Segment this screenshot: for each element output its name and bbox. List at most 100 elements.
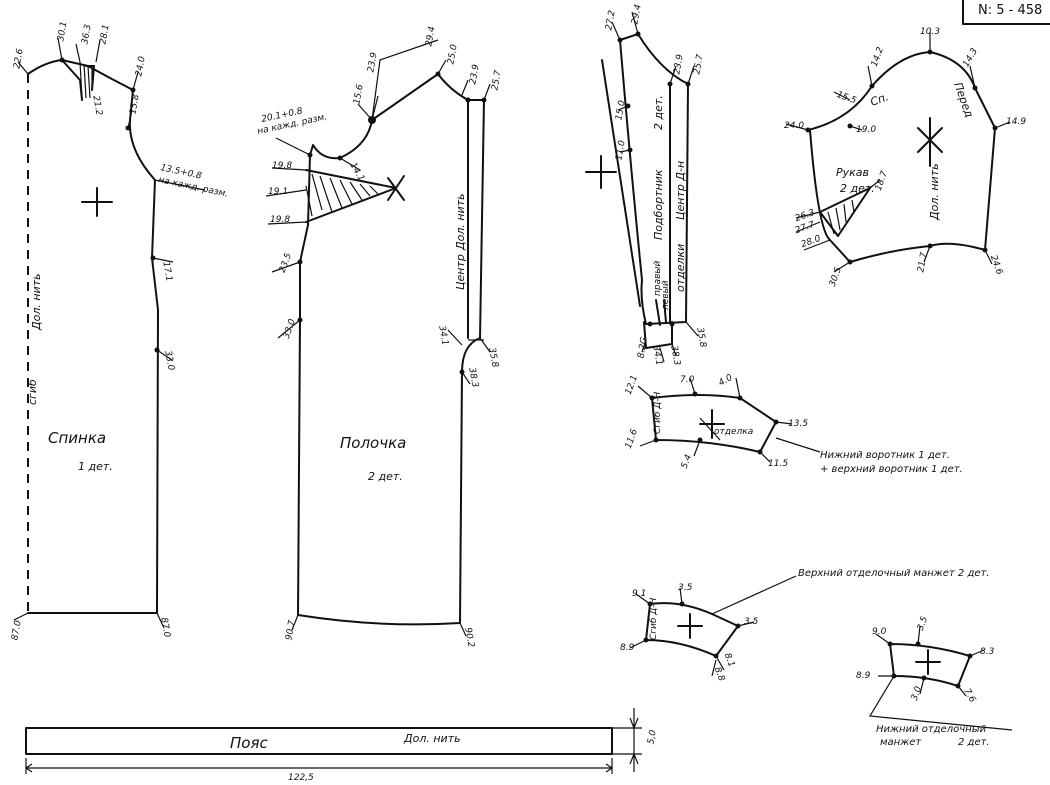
- front-count: 2 дет.: [368, 470, 403, 483]
- upper-cuff-fold: Сгиб Д-Н: [649, 597, 659, 640]
- collar-note-upper: + верхний воротник 1 дет.: [820, 464, 963, 475]
- facing-right: правый: [653, 260, 663, 296]
- belt-grain: Дол. нить: [403, 732, 461, 745]
- front-piece: 23.9 29.4 25.0 23.9 25.7 15.6 20.1+0.8 н…: [257, 25, 504, 648]
- lower-cuff-piece: 9.0 3.5 8.3 8.9 3.0 7.6 Нижний отделочны…: [856, 615, 1013, 748]
- front-mark-15: 34.1: [436, 325, 449, 346]
- facing-mark-1: 27.2: [604, 9, 617, 31]
- back-mark-13: 21.2: [90, 95, 103, 117]
- upper-cuff-piece: 9.1 3.5 3.5 8.9 8.1 8.8 Сгиб Д-Н Верхний…: [620, 568, 990, 683]
- front-mark-5: 25.7: [490, 69, 503, 91]
- facing-mark-10: 35.8: [694, 327, 707, 349]
- lower-cuff-mark-2: 3.5: [916, 615, 930, 632]
- front-mark-14: 33.0: [282, 318, 298, 341]
- back-mark-3: 36.3: [80, 23, 93, 45]
- sleeve-mark-2: 14.2: [870, 46, 886, 69]
- sleeve-mark-6: 19.0: [856, 125, 876, 135]
- back-mark-9: 17.1: [160, 261, 173, 282]
- sleeve-mark-8: 18.7: [874, 170, 890, 193]
- sleeve-mark-1: 10.3: [920, 27, 940, 37]
- front-mark-17: 38.3: [466, 367, 479, 389]
- back-mark-4: 28.1: [98, 24, 111, 45]
- facing-mark-2: 29.4: [630, 3, 643, 25]
- front-mark-10: 14.1: [347, 161, 366, 183]
- front-mark-11: 19.1: [268, 187, 288, 197]
- back-mark-6: 15.8: [128, 93, 141, 115]
- front-mark-16: 35.8: [486, 347, 499, 369]
- sleeve-front-side: Перед: [951, 81, 976, 120]
- facing-mark-7: 8.2G: [636, 336, 650, 359]
- lower-cuff-note2: манжет: [880, 737, 922, 748]
- collar-mark-4: 13.5: [788, 419, 808, 429]
- collar-finish: отделка: [714, 427, 753, 437]
- facing-mark-9: 34.1: [650, 345, 663, 366]
- sleeve-mark-13: 21.7: [916, 251, 929, 273]
- facing-finish: отделки: [674, 244, 687, 292]
- front-center-label: Центр: [454, 254, 467, 290]
- sleeve-piece: 10.3 14.2 14.3 15.5 24.0 19.0 14.9 18.7 …: [784, 27, 1026, 288]
- sheet-number: N: 5 - 458: [978, 3, 1042, 18]
- sleeve-back-side: Сп.: [869, 90, 891, 109]
- upper-cuff-mark-5: 8.1: [722, 652, 736, 669]
- collar-mark-5: 11.6: [624, 428, 640, 451]
- back-piece: 22.6 30.1 36.3 28.1 24.0 15.8 13.5+0.8 н…: [10, 21, 228, 641]
- facing-mark-3: 23.9: [672, 53, 685, 75]
- belt-length: 122,5: [288, 773, 314, 783]
- upper-cuff-mark-1: 9.1: [632, 589, 646, 599]
- facing-left: левый: [661, 280, 671, 311]
- sheet-number-box: N: 5 - 458: [962, 0, 1050, 25]
- lower-cuff-mark-1: 9.0: [872, 627, 887, 637]
- back-mark-2: 30.1: [56, 21, 69, 42]
- sleeve-mark-4: 15.5: [835, 90, 858, 106]
- sleeve-mark-5: 24.0: [784, 121, 804, 131]
- back-grain-label: Дол. нить: [30, 273, 43, 331]
- facing-mark-8: 38.3: [668, 345, 681, 367]
- facing-piece: 27.2 29.4 23.9 25.7 15.0 11.0 8.2G 38.3 …: [585, 3, 708, 367]
- upper-cuff-note: Верхний отделочный манжет 2 дет.: [798, 568, 990, 579]
- lower-cuff-mark-4: 8.9: [856, 671, 871, 681]
- front-mark-3: 25.0: [446, 43, 459, 65]
- upper-cuff-mark-4: 8.9: [620, 643, 635, 653]
- front-mark-13: 23.5: [278, 252, 294, 275]
- collar-fold: Сгиб Д-Н: [653, 391, 663, 434]
- back-mark-1: 22.6: [12, 48, 25, 70]
- sleeve-mark-3: 14.3: [961, 46, 980, 69]
- sleeve-mark-7: 14.9: [1006, 117, 1026, 127]
- front-mark-9: 19.8: [272, 161, 292, 171]
- sleeve-name: Рукав: [836, 166, 869, 179]
- front-mark-1: 23.9: [366, 51, 379, 73]
- front-mark-18: 90.7: [284, 619, 297, 641]
- front-mark-4: 23.9: [468, 63, 481, 85]
- back-fold-label: сгиб: [26, 379, 39, 405]
- facing-count: 2 дет.: [652, 95, 665, 130]
- upper-cuff-mark-2: 3.5: [678, 583, 693, 593]
- lower-cuff-mark-3: 8.3: [980, 647, 995, 657]
- upper-cuff-mark-3: 3.5: [744, 617, 759, 627]
- back-name: Спинка: [48, 429, 106, 447]
- front-name: Полочка: [340, 434, 406, 452]
- sleeve-mark-12: 30.5: [828, 266, 844, 289]
- facing-mark-5: 15.0: [614, 99, 627, 121]
- belt-name: Пояс: [230, 734, 268, 752]
- back-mark-12: 87.0: [158, 617, 171, 639]
- collar-mark-7: 11.5: [768, 459, 788, 469]
- back-mark-10: 33.0: [162, 350, 175, 372]
- front-mark-2: 29.4: [424, 25, 437, 47]
- front-mark-12: 19.8: [270, 215, 290, 225]
- back-count: 1 дет.: [78, 460, 113, 473]
- sleeve-grain: Дол. нить: [928, 163, 941, 221]
- lower-cuff-mark-6: 7.6: [961, 687, 977, 705]
- front-grain-label: Дол. нить: [454, 193, 467, 251]
- front-mark-19: 90.2: [462, 627, 475, 649]
- collar-mark-2: 7.0: [680, 375, 695, 385]
- collar-mark-6: 5.4: [680, 453, 694, 470]
- back-mark-5: 24.0: [134, 55, 147, 77]
- collar-note-lower: Нижний воротник 1 дет.: [820, 450, 950, 461]
- collar-mark-3: 4.0: [717, 373, 735, 389]
- facing-name: Подбортник: [652, 169, 665, 240]
- belt-width: 5,0: [646, 729, 658, 745]
- collar-piece: 12.1 7.0 4.0 13.5 11.6 5.4 11.5 Сгиб Д-Н…: [624, 373, 963, 475]
- upper-cuff-mark-6: 8.8: [712, 666, 726, 683]
- sleeve-mark-14: 24.6: [988, 254, 1004, 277]
